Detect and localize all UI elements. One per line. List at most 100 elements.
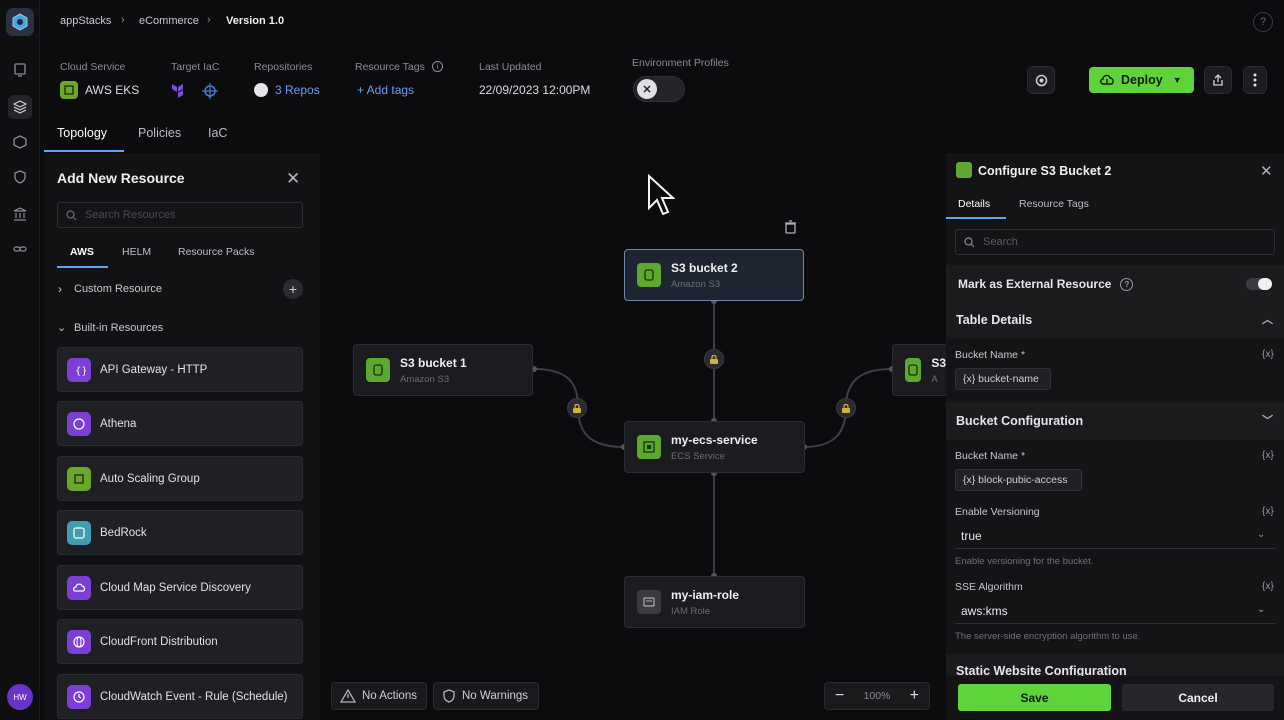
link-icon[interactable] [10,239,30,259]
api-gateway-icon: {} [67,357,91,382]
sse-algorithm-select[interactable]: aws:kms ⌄ [955,598,1275,624]
deploy-button[interactable]: Deploy ▼ [1089,67,1194,93]
aws-eks-icon [60,81,78,99]
help-icon[interactable]: ? [1253,12,1273,32]
zoom-in-button[interactable]: + [909,687,919,704]
tab-iac[interactable]: IaC [208,126,228,140]
no-warnings-indicator[interactable]: No Warnings [433,682,539,710]
node-subtitle: A [931,373,938,385]
bucket-name-chip[interactable]: {x} bucket-name [955,368,1051,390]
add-custom-resource-button[interactable]: + [283,279,303,299]
versioning-hint: Enable versioning for the bucket. [955,556,1094,567]
resource-item-auto-scaling-group[interactable]: Auto Scaling Group [57,456,303,501]
monitor-icon[interactable] [10,60,30,80]
repositories-link[interactable]: 3 Repos [275,83,320,97]
chevron-right-icon[interactable]: › [58,282,62,296]
breadcrumb-item-appstacks[interactable]: appStacks [60,15,112,27]
lock-icon[interactable] [836,398,856,418]
iam-role-icon [637,590,661,614]
left-rail: HW [0,0,40,720]
builtin-resources-label[interactable]: Built-in Resources [74,322,164,334]
bucket-configuration-header[interactable]: Bucket Configuration ﹀ [946,402,1284,440]
close-config-icon[interactable]: ✕ [1260,163,1273,180]
help-icon[interactable]: ? [1120,277,1134,291]
config-search-input[interactable]: Search [955,229,1275,255]
svg-text:{}: {} [75,366,86,377]
tab-topology[interactable]: Topology [57,126,108,140]
sse-algorithm-value: aws:kms [961,603,1008,618]
ecs-icon [637,435,661,459]
share-button[interactable] [1204,66,1232,94]
external-resource-toggle[interactable] [1246,278,1272,290]
close-panel-icon[interactable]: ✕ [286,169,301,188]
tab-active-indicator [44,150,124,152]
sse-algorithm-hint: The server-side encryption algorithm to … [955,631,1141,642]
tab-details[interactable]: Details [958,198,991,210]
versioning-label: Enable Versioning [955,506,1040,518]
resource-item-cloudfront[interactable]: CloudFront Distribution [57,619,303,664]
info-icon[interactable]: i [432,61,443,72]
last-updated-label: Last Updated [479,61,542,73]
chevron-right-icon: › [121,14,125,26]
breadcrumb-item-ecommerce[interactable]: eCommerce [139,15,199,27]
hexagon-icon[interactable] [10,132,30,152]
variable-icon[interactable]: {x} [1262,581,1274,592]
tab-policies[interactable]: Policies [138,126,182,140]
variable-icon[interactable]: {x} [1262,506,1274,517]
app-logo-icon[interactable] [6,8,34,36]
cancel-button[interactable]: Cancel [1122,684,1274,711]
bank-icon[interactable] [10,204,30,224]
tab-resource-tags[interactable]: Resource Tags [1019,198,1089,210]
block-public-access-chip[interactable]: {x} block-pubic-access [955,469,1082,491]
resource-item-cloud-map[interactable]: Cloud Map Service Discovery [57,565,303,610]
caret-down-icon: ▼ [1172,75,1182,85]
node-subtitle: Amazon S3 [671,278,721,290]
subtab-aws[interactable]: AWS [70,246,94,258]
versioning-select[interactable]: true ⌄ [955,523,1275,549]
lock-icon[interactable] [704,349,724,369]
s3-icon [637,263,661,287]
static-website-header[interactable]: Static Website Configuration [946,654,1284,678]
resource-item-label: Auto Scaling Group [100,472,200,485]
zoom-control: − 100% + [824,682,930,710]
settings-gear-button[interactable] [1027,66,1055,94]
deploy-label: Deploy [1121,73,1163,87]
env-profiles-toggle[interactable] [633,76,685,102]
save-button[interactable]: Save [958,684,1111,711]
bucket-configuration-label: Bucket Configuration [956,414,1084,428]
warning-triangle-icon [340,689,356,703]
chevron-down-icon: ⌄ [1257,604,1266,615]
zoom-out-button[interactable]: − [835,687,845,704]
custom-resource-label[interactable]: Custom Resource [74,283,163,295]
variable-icon[interactable]: {x} [1262,349,1274,360]
lock-icon[interactable] [567,398,587,418]
subtab-helm[interactable]: HELM [122,246,152,258]
breadcrumb-item-version[interactable]: Version 1.0 [226,15,285,27]
resource-item-cloudwatch-event[interactable]: CloudWatch Event - Rule (Schedule) [57,674,303,719]
trash-icon[interactable] [780,217,800,237]
chevron-down-icon[interactable]: ⌄ [57,322,67,334]
variable-icon[interactable]: {x} [1262,450,1274,461]
resource-search-input[interactable]: Search Resources [57,202,303,228]
no-actions-indicator[interactable]: No Actions [331,682,427,710]
add-tags-link[interactable]: + Add tags [357,83,415,97]
stack-layers-icon[interactable] [8,95,32,119]
resource-item-label: CloudWatch Event - Rule (Schedule) [100,690,288,703]
resource-item-bedrock[interactable]: BedRock [57,510,303,555]
resource-item-label: Athena [100,417,137,430]
subtab-resource-packs[interactable]: Resource Packs [178,246,255,258]
shield-icon[interactable] [10,167,30,187]
terraform-icon [171,83,187,102]
user-avatar[interactable]: HW [7,684,33,710]
table-details-header[interactable]: Table Details ︿ [946,301,1284,339]
more-options-button[interactable] [1243,66,1267,94]
chevron-down-icon: ﹀ [1262,415,1273,427]
resource-item-athena[interactable]: Athena [57,401,303,446]
resource-item-api-gateway[interactable]: {} API Gateway - HTTP [57,347,303,392]
auto-scaling-icon [67,466,91,491]
